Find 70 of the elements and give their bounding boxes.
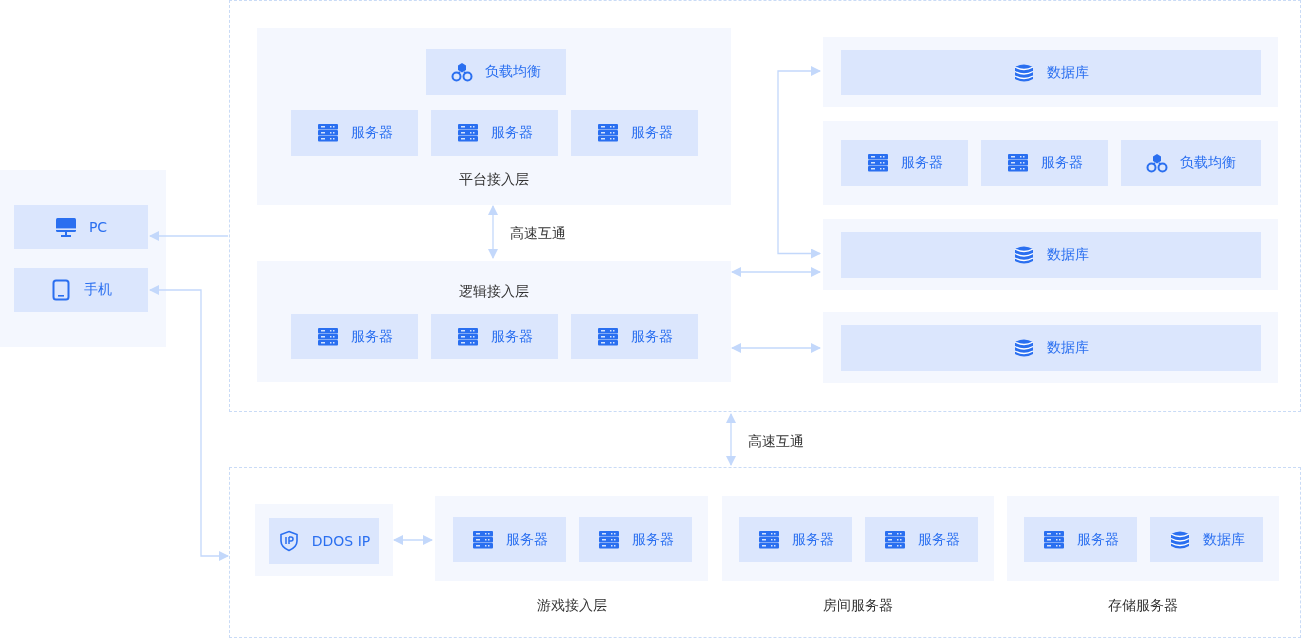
component-label: 负载均衡 [1180,154,1236,172]
edge-label: 高速互通 [746,432,806,450]
component-label: 服务器 [350,327,393,346]
component-box [269,518,379,564]
component-box [291,110,418,156]
connector-arrow [393,535,433,545]
connector-arrow [777,66,821,158]
component-label: 服务器 [490,124,533,142]
connector-arrow [731,343,821,353]
component-label: 服务器 [630,124,673,142]
group-panel [0,170,166,347]
component-box [841,232,1261,278]
component-label: 数据库 [1202,530,1245,549]
component-label: DDOS IP [311,533,371,549]
component-label: 服务器 [791,530,834,549]
component-label: 负载均衡 [485,63,541,81]
layer-heading: 逻辑接入层 [458,282,530,301]
component-label: 服务器 [631,530,674,549]
component-label: 数据库 [1047,339,1089,357]
component-label: 服务器 [505,530,548,549]
component-label: 数据库 [1047,246,1089,264]
component-box [453,517,566,562]
component-box [426,49,566,95]
connector-arrow [149,285,229,561]
component-label: PC [88,219,108,235]
layer-heading: 房间服务器 [822,596,894,615]
component-label: 数据库 [1047,63,1089,82]
group-panel [255,504,393,576]
connector-arrow [777,156,821,259]
component-label: 服务器 [900,154,943,172]
group-panel [823,121,1278,205]
component-label: 手机 [84,281,112,299]
edge-label: 高速互通 [508,224,568,242]
component-box [739,517,852,562]
layer-heading: 游戏接入层 [535,596,608,615]
group-panel [823,312,1278,383]
component-box [571,110,698,156]
connector-arrow [488,205,498,259]
group-panel [257,28,731,205]
component-box [14,268,148,312]
component-box [1024,517,1137,562]
component-box [14,205,148,249]
component-box [431,110,558,156]
dashed-region [229,467,1301,638]
component-box [431,314,558,359]
dashed-region [229,0,1301,412]
layer-heading: 存储服务器 [1107,596,1179,615]
component-label: 服务器 [630,327,673,346]
component-box [291,314,418,359]
layer-heading: 平台接入层 [458,170,530,189]
component-box [841,50,1261,95]
group-panel [257,261,731,382]
group-panel [823,37,1278,107]
component-box [579,517,692,562]
component-box [571,314,698,359]
component-box [865,517,978,562]
component-box [981,140,1108,186]
component-box [841,325,1261,371]
component-label: 服务器 [917,530,960,549]
connector-arrow [726,413,736,466]
group-panel [823,219,1278,290]
component-label: 服务器 [1076,530,1119,549]
component-label: 服务器 [490,327,533,346]
component-label: 服务器 [350,124,393,142]
connector-arrow [731,267,821,277]
component-box [1150,517,1263,562]
component-box [1121,140,1261,186]
connector-arrow [149,231,229,241]
component-box [841,140,968,186]
component-label: 服务器 [1040,154,1083,172]
